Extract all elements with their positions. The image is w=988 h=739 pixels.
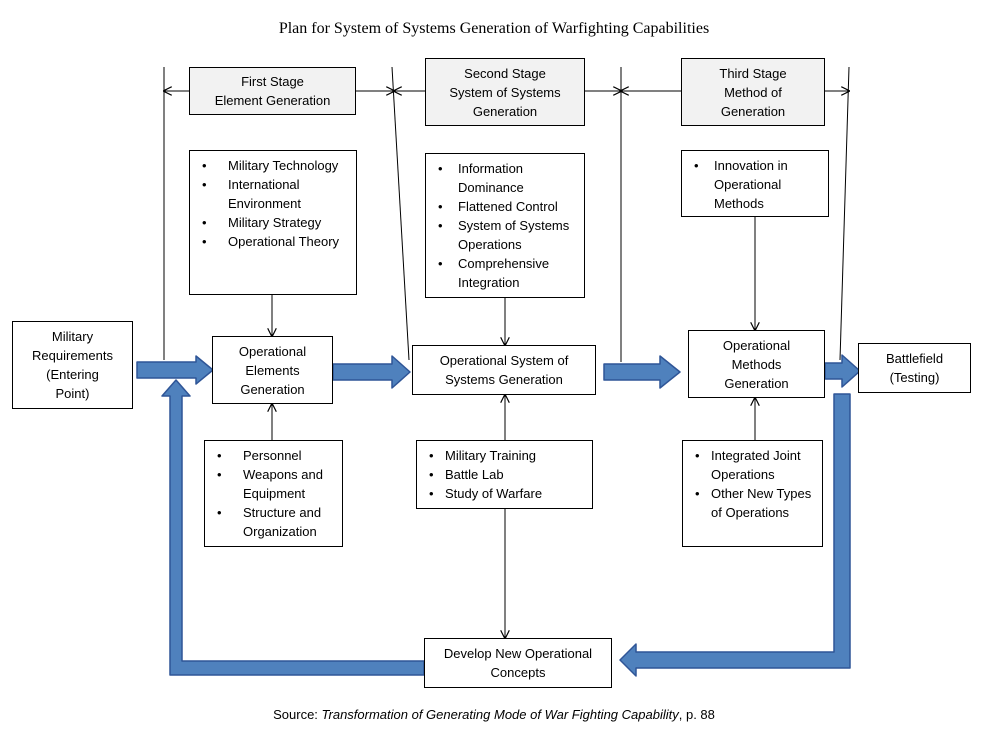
list-item: Study of Warfare — [423, 484, 586, 503]
military-requirements-box: Military Requirements (Entering Point) — [12, 321, 133, 409]
develop-new-concepts-box: Develop New Operational Concepts — [424, 638, 612, 688]
stage-boundary-line — [839, 66, 850, 361]
list-item: Operational Theory — [196, 232, 350, 251]
list-item: Military Technology — [196, 156, 350, 175]
feedback-arrow — [161, 379, 425, 676]
operational-methods-generation-box: Operational Methods Generation — [688, 330, 825, 398]
list-item: Military Strategy — [196, 213, 350, 232]
stage-boundary-line — [391, 66, 410, 361]
source-citation: Source: Transformation of Generating Mod… — [273, 707, 715, 722]
first-stage-inputs-bottom: Personnel Weapons and Equipment Structur… — [204, 440, 343, 547]
list-item: Weapons and Equipment — [211, 465, 336, 503]
list-item: Battle Lab — [423, 465, 586, 484]
source-work-title: Transformation of Generating Mode of War… — [321, 707, 679, 722]
list-item: Integrated Joint Operations — [689, 446, 816, 484]
diagram-title: Plan for System of Systems Generation of… — [278, 20, 710, 37]
list-item: Comprehensive Integration — [432, 254, 578, 292]
flow-arrow — [824, 354, 861, 388]
flow-arrow — [603, 355, 681, 389]
battlefield-testing-box: Battlefield (Testing) — [858, 343, 971, 393]
stage-second-header: Second Stage System of Systems Generatio… — [425, 58, 585, 126]
flow-arrow — [332, 355, 411, 389]
first-stage-inputs-top: Military Technology International Enviro… — [189, 150, 357, 295]
operational-system-generation-box: Operational System of Systems Generation — [412, 345, 596, 395]
stage-first-header: First Stage Element Generation — [189, 67, 356, 115]
list-item: Other New Types of Operations — [689, 484, 816, 522]
third-stage-inputs-top: Innovation in Operational Methods — [681, 150, 829, 217]
return-arrow — [619, 393, 851, 677]
list-item: International Environment — [196, 175, 350, 213]
operational-elements-generation-box: Operational Elements Generation — [212, 336, 333, 404]
list-item: Personnel — [211, 446, 336, 465]
second-stage-inputs-bottom: Military Training Battle Lab Study of Wa… — [416, 440, 593, 509]
list-item: Innovation in Operational Methods — [688, 156, 822, 213]
list-item: Information Dominance — [432, 159, 578, 197]
stage-third-header: Third Stage Method of Generation — [681, 58, 825, 126]
list-item: Flattened Control — [432, 197, 578, 216]
list-item: Structure and Organization — [211, 503, 336, 541]
list-item: Military Training — [423, 446, 586, 465]
list-item: System of Systems Operations — [432, 216, 578, 254]
second-stage-inputs-top: Information Dominance Flattened Control … — [425, 153, 585, 298]
third-stage-inputs-bottom: Integrated Joint Operations Other New Ty… — [682, 440, 823, 547]
flow-arrow — [136, 355, 214, 385]
